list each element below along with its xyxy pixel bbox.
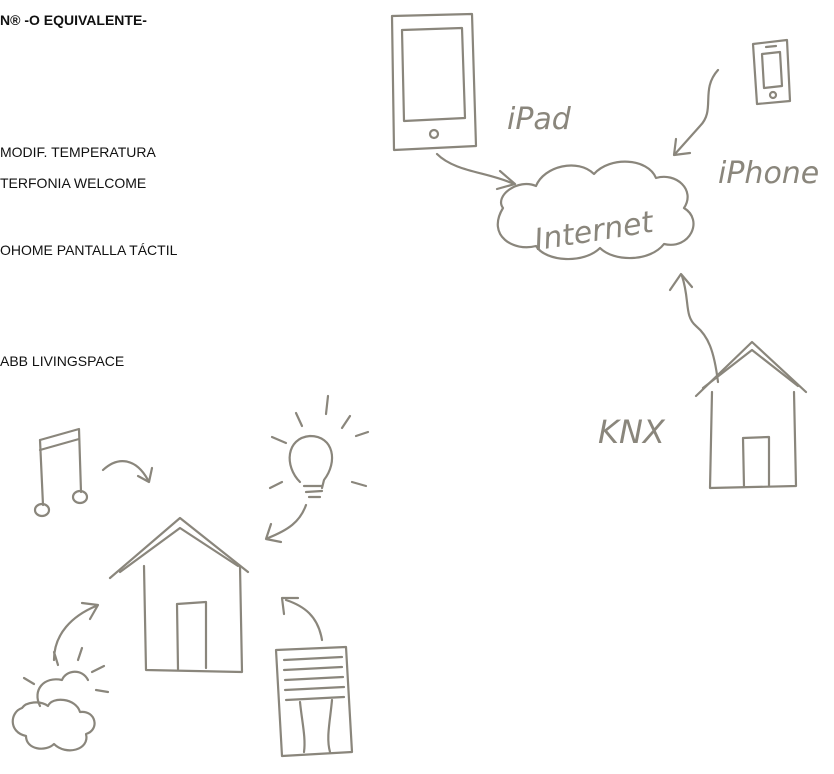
sun-cloud-icon: [11, 646, 110, 752]
music-note-icon: [33, 427, 89, 518]
arrow-icon: [101, 460, 150, 482]
light-bulb-icon: [268, 394, 370, 499]
arrow-icon: [435, 152, 516, 186]
internet-label: Internet: [532, 205, 657, 258]
arrow-head-icon: [80, 601, 100, 621]
ipad-label: iPad: [507, 102, 572, 137]
arrow-icon: [673, 68, 720, 156]
item-temperature: MODIF. TEMPERATURA: [0, 144, 156, 160]
iphone-label: iPhone: [718, 156, 819, 191]
arrow-head-icon: [264, 522, 283, 544]
document-heading: N® -O EQUIVALENTE-: [0, 12, 147, 28]
arrow-icon: [680, 274, 720, 384]
arrow-head-icon: [668, 272, 694, 292]
knx-label: KNX: [598, 413, 666, 451]
house-icon: [694, 340, 808, 490]
tablet-icon: [390, 12, 478, 152]
arrow-head-icon: [672, 137, 692, 157]
arrow-head-icon: [280, 596, 300, 616]
item-touch-panel: OHOME PANTALLA TÁCTIL: [0, 242, 178, 258]
item-intercom: TERFONIA WELCOME: [0, 175, 147, 191]
cloud-icon: [496, 160, 695, 261]
arrow-head-icon: [136, 466, 154, 484]
arrow-icon: [52, 604, 98, 662]
house-icon: [108, 516, 250, 674]
arrow-icon: [284, 598, 324, 642]
arrow-icon: [266, 503, 308, 540]
arrow-head-icon: [495, 169, 517, 191]
item-livingspace: ABB LIVINGSPACE: [0, 353, 125, 369]
window-blind-icon: [274, 645, 354, 758]
phone-icon: [751, 38, 792, 106]
